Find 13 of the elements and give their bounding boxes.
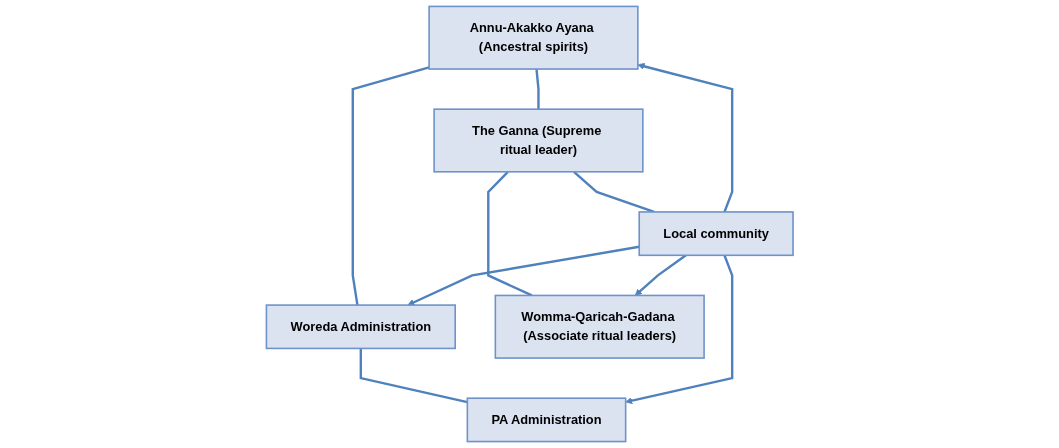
node-box: The Ganna (Supreme ritual leader) bbox=[433, 108, 644, 173]
connector bbox=[359, 348, 468, 404]
node-box: Womma-Qaricah-Gadana (Associate ritual leaders) bbox=[494, 294, 705, 359]
arrow bbox=[634, 254, 687, 296]
connector bbox=[351, 66, 430, 306]
node-box: Local community bbox=[638, 211, 794, 257]
node-box: PA Administration bbox=[466, 397, 627, 443]
arrow bbox=[625, 254, 734, 405]
node-box: Annu-Akakko Ayana (Ancestral spirits) bbox=[428, 5, 639, 70]
node-box: Woreda Administration bbox=[265, 304, 456, 350]
connector bbox=[486, 170, 533, 297]
connector bbox=[535, 68, 540, 110]
arrow bbox=[637, 62, 734, 213]
